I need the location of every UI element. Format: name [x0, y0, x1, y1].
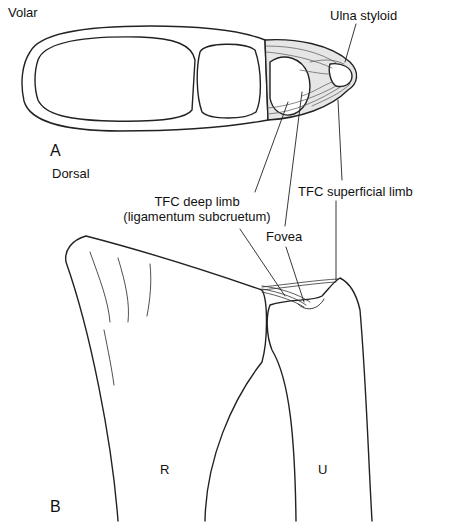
ulna-styloid: [329, 64, 352, 87]
radius-ridges: [90, 252, 151, 385]
leader-lines: [240, 24, 356, 302]
callout-label: Fovea: [266, 229, 302, 244]
view-label: Dorsal: [52, 166, 90, 181]
radius-bone: [66, 236, 267, 521]
ulna-bone: [267, 278, 372, 521]
tfc-band: [265, 40, 357, 120]
scaphoid-fossa: [35, 37, 195, 121]
lunate-fossa: [197, 44, 260, 118]
panel-letter: A: [50, 142, 61, 160]
radius-outline: [22, 26, 268, 131]
fovea-pit: [298, 299, 324, 309]
ulna-head: [270, 57, 310, 115]
tfc-ligament-fibers: [262, 279, 338, 307]
bone-letter: U: [318, 462, 327, 477]
callout-label: Ulna styloid: [330, 8, 397, 23]
view-label: Volar: [8, 5, 38, 20]
panel-letter: B: [50, 498, 61, 516]
bone-letter: R: [160, 462, 169, 477]
callout-label: TFC deep limb (ligamentum subcruetum): [122, 194, 272, 224]
tfc-fibers: [266, 46, 350, 114]
callout-label: TFC superficial limb: [298, 184, 413, 199]
